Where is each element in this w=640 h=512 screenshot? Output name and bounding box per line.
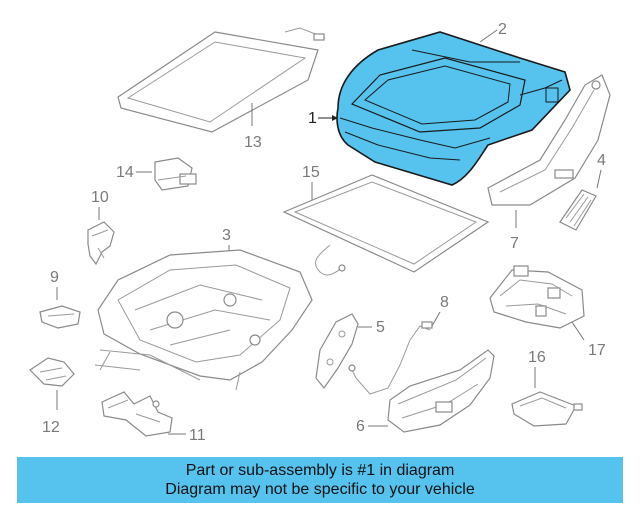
callout-11: 11 xyxy=(189,427,206,444)
callout-14: 14 xyxy=(116,164,134,181)
part-3-seat-frame[interactable] xyxy=(94,249,313,391)
part-9-bracket[interactable] xyxy=(39,305,81,329)
part-17-wiring-harness[interactable] xyxy=(489,265,585,329)
info-banner-background xyxy=(17,457,623,503)
callout-10: 10 xyxy=(91,189,109,206)
callout-5: 5 xyxy=(376,319,385,336)
callout-7: 7 xyxy=(510,235,519,252)
callout-6: 6 xyxy=(356,418,365,435)
part-4-switch-knob[interactable] xyxy=(559,189,597,231)
part-1-seat-cushion[interactable] xyxy=(336,31,571,186)
part-7-side-shield[interactable] xyxy=(487,74,611,206)
callout-16: 16 xyxy=(528,349,546,366)
part-6-side-cover[interactable] xyxy=(387,349,495,433)
info-banner: Part or sub-assembly is #1 in diagram Di… xyxy=(17,457,623,503)
callout-3: 3 xyxy=(222,227,231,244)
part-14-sensor-module[interactable] xyxy=(154,157,197,191)
callout-8: 8 xyxy=(440,294,449,311)
callout-2: 2 xyxy=(498,21,507,38)
part-11-mounting-rail[interactable] xyxy=(101,391,173,437)
callout-13: 13 xyxy=(244,134,262,151)
callout-4: 4 xyxy=(597,152,606,169)
part-10-clip[interactable] xyxy=(87,221,115,266)
callout-15: 15 xyxy=(302,164,320,181)
part-12-connector[interactable] xyxy=(29,357,75,387)
banner-line-part-reference: Part or sub-assembly is #1 in diagram xyxy=(185,462,455,479)
part-15-cushion-mat[interactable] xyxy=(282,174,490,276)
part-5-bracket-plate[interactable] xyxy=(315,313,359,390)
callout-1: 1 xyxy=(308,110,317,127)
part-13-heater-pad[interactable] xyxy=(117,27,326,133)
part-16-control-module[interactable] xyxy=(511,391,583,427)
callout-12: 12 xyxy=(42,419,60,436)
banner-line-disclaimer: Diagram may not be specific to your vehi… xyxy=(165,481,475,498)
callout-9: 9 xyxy=(50,269,59,286)
callout-17: 17 xyxy=(588,342,606,359)
part-8-cable[interactable] xyxy=(348,321,433,395)
